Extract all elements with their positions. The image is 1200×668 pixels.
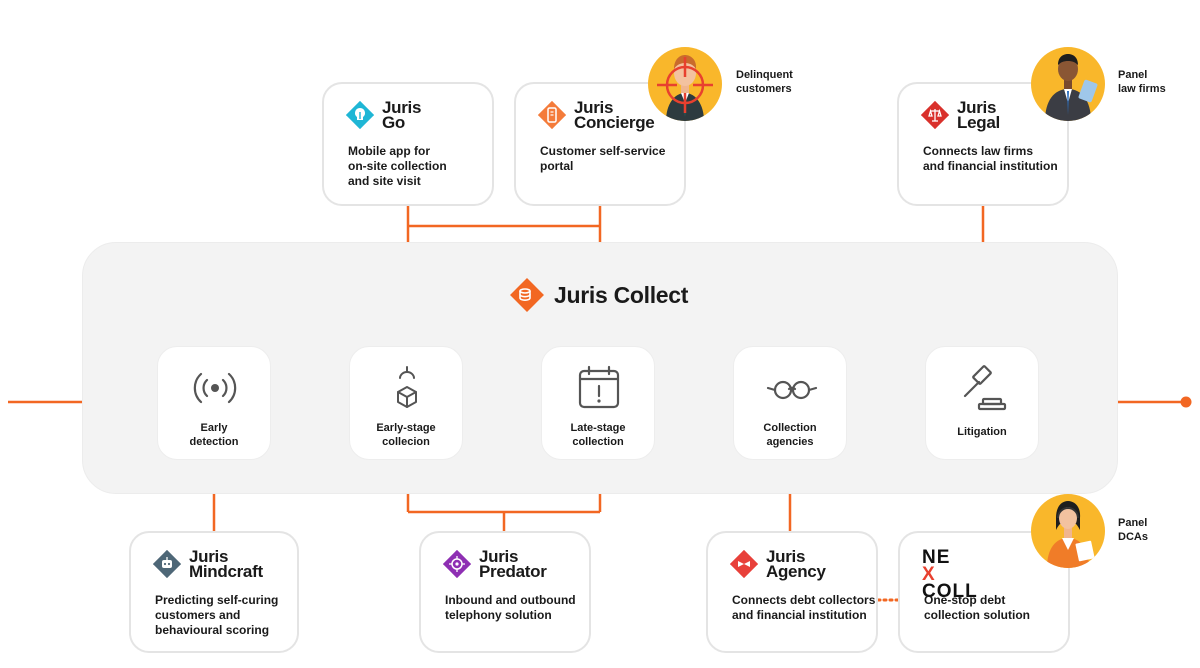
juris-legal-icon xyxy=(921,101,949,129)
juris-concierge-icon xyxy=(538,101,566,129)
stage-label: Litigation xyxy=(957,426,1007,438)
juris-collect-logo-icon xyxy=(510,278,544,312)
hook-package-icon xyxy=(397,366,417,408)
hub-title: Juris Collect xyxy=(510,278,688,312)
juris-agency-icon xyxy=(730,550,758,578)
juris-go-icon xyxy=(346,101,374,129)
signal-icon xyxy=(193,372,237,404)
gavel-icon xyxy=(963,365,1007,411)
delinquent-customer-avatar xyxy=(648,47,722,121)
law-firm-avatar xyxy=(1031,47,1105,121)
stage-litigation[interactable]: Litigation xyxy=(925,346,1039,460)
endpoint-dot xyxy=(1180,396,1192,408)
juris-mindcraft-icon xyxy=(153,550,181,578)
glasses-icon xyxy=(766,380,818,400)
juris-predator-icon xyxy=(443,550,471,578)
dca-agent-avatar xyxy=(1031,494,1105,568)
hub-title-text: Juris Collect xyxy=(554,281,689,308)
calendar-alert-icon xyxy=(578,365,620,409)
